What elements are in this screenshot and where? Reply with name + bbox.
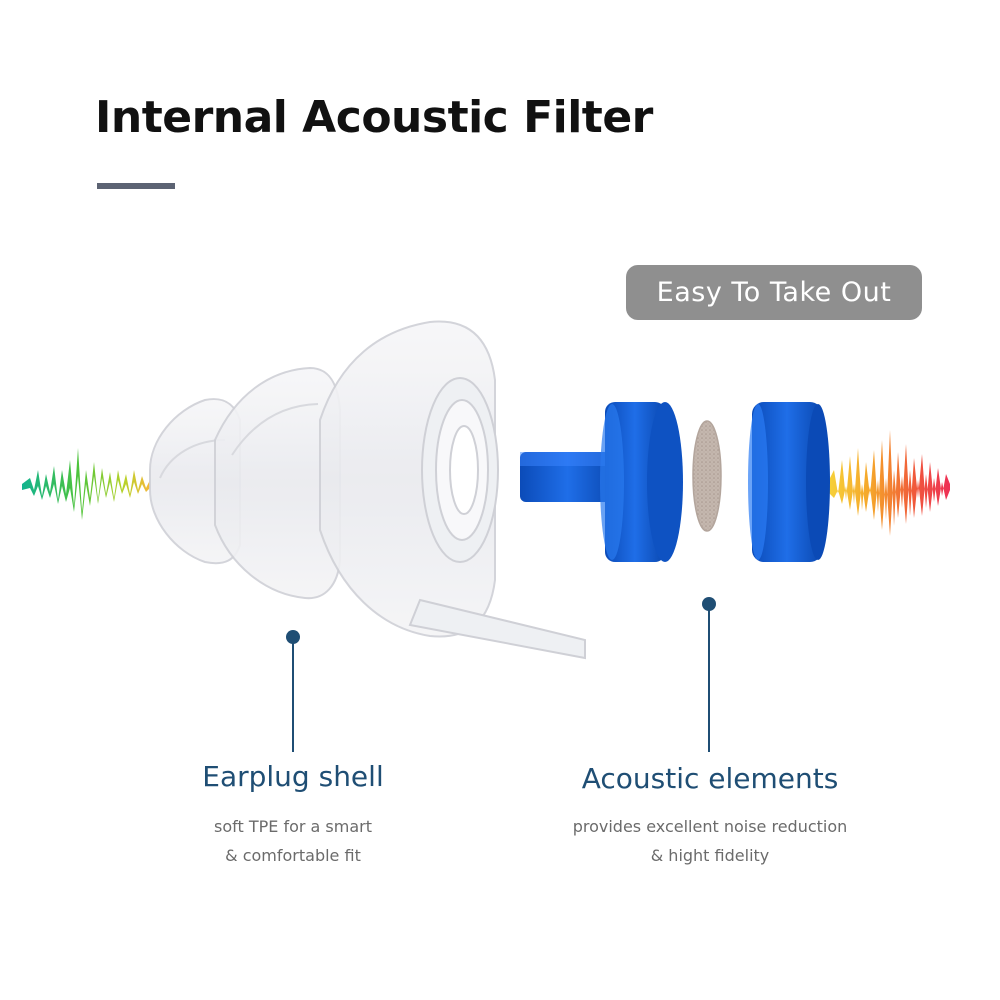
- filter-cap-image: [748, 402, 830, 562]
- acoustic-callout-pointer: [702, 597, 716, 752]
- easy-to-take-out-badge: Easy To Take Out: [626, 265, 922, 320]
- title-underline: [97, 183, 175, 189]
- acoustic-elements-heading: Acoustic elements: [581, 762, 839, 795]
- earplug-shell-line-1: soft TPE for a smart: [213, 817, 372, 836]
- sound-wave-right-icon: [828, 430, 950, 536]
- acoustic-elements-description: provides excellent noise reduction & hig…: [535, 812, 885, 870]
- sound-wave-left-icon: [22, 448, 150, 520]
- acoustic-elements-line-2: & hight fidelity: [650, 846, 770, 865]
- earplug-shell-line-2: & comfortable fit: [225, 846, 361, 865]
- earplug-shell-description: soft TPE for a smart & comfortable fit: [143, 812, 443, 870]
- filter-core-image: [520, 402, 683, 562]
- shell-callout-pointer: [286, 630, 300, 752]
- earplug-shell-image: [149, 320, 586, 660]
- page-title: Internal Acoustic Filter: [95, 92, 653, 143]
- earplug-shell-heading: Earplug shell: [202, 760, 384, 793]
- acoustic-elements-line-1: provides excellent noise reduction: [572, 817, 848, 836]
- mesh-filter-image: [692, 420, 722, 532]
